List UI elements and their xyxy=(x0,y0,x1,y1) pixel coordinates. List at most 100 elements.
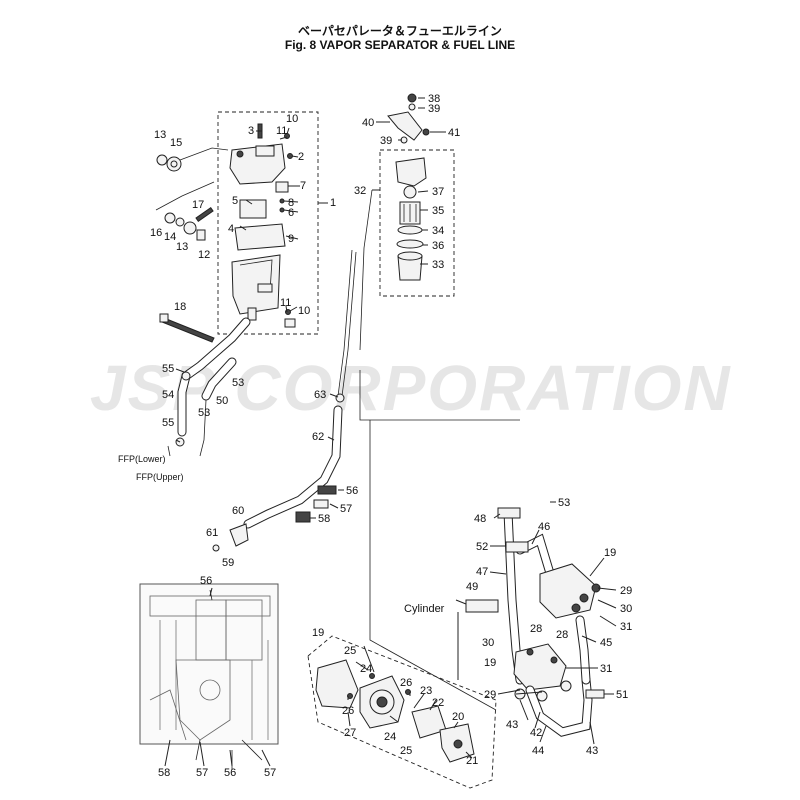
label-55: 55 xyxy=(162,363,174,375)
label-24: 24 xyxy=(360,663,372,675)
label-12: 12 xyxy=(198,249,210,261)
label-55-lower: 55 xyxy=(162,417,174,429)
label-19-mid: 19 xyxy=(484,657,496,669)
label-30: 30 xyxy=(620,603,632,615)
vapor-separator-group xyxy=(217,111,328,335)
label-7: 7 xyxy=(300,180,306,192)
label-57-engine-b: 57 xyxy=(264,767,276,779)
label-61: 61 xyxy=(206,527,218,539)
label-31: 31 xyxy=(620,621,632,633)
label-25: 25 xyxy=(344,645,356,657)
label-50: 50 xyxy=(216,395,228,407)
label-29: 29 xyxy=(620,585,632,597)
label-38: 38 xyxy=(428,93,440,105)
label-49: 49 xyxy=(466,581,478,593)
hoses-left xyxy=(167,317,251,457)
label-29-lower: 29 xyxy=(484,689,496,701)
label-33: 33 xyxy=(432,259,444,271)
fuel-filter-group xyxy=(372,93,455,297)
label-56: 56 xyxy=(346,485,358,497)
label-45: 45 xyxy=(600,637,612,649)
label-57-engine: 57 xyxy=(196,767,208,779)
leader-lines xyxy=(164,97,617,767)
fuel-pump-hoses-right xyxy=(369,420,605,737)
part-number-labels: 3 10 11 2 7 1 5 8 6 4 9 11 10 13 15 17 1… xyxy=(118,93,632,779)
label-30-left: 30 xyxy=(482,637,494,649)
cable-tie xyxy=(159,313,215,343)
label-13: 13 xyxy=(154,129,166,141)
label-20: 20 xyxy=(452,711,464,723)
label-36: 36 xyxy=(432,240,444,252)
label-16: 16 xyxy=(150,227,162,239)
label-57: 57 xyxy=(340,503,352,515)
label-37: 37 xyxy=(432,186,444,198)
label-47: 47 xyxy=(476,566,488,578)
label-17: 17 xyxy=(192,199,204,211)
label-27: 27 xyxy=(344,727,356,739)
label-5: 5 xyxy=(232,195,238,207)
label-11-lower: 11 xyxy=(280,297,291,309)
label-26-lower: 26 xyxy=(342,705,354,717)
label-18: 18 xyxy=(174,301,186,313)
label-2: 2 xyxy=(298,151,304,163)
label-35: 35 xyxy=(432,205,444,217)
label-24-lower: 24 xyxy=(384,731,396,743)
label-62: 62 xyxy=(312,431,324,443)
label-13-lower: 13 xyxy=(176,241,188,253)
diagram-title: Fig. 8 VAPOR SEPARATOR & FUEL LINE xyxy=(284,38,516,52)
label-cylinder: Cylinder xyxy=(404,603,445,615)
label-56-engine-b: 56 xyxy=(224,767,236,779)
diagram-title-japanese: ベーパセパレータ＆フューエルライン xyxy=(298,24,502,38)
left-small-parts xyxy=(155,147,229,241)
label-54: 54 xyxy=(162,389,174,401)
label-31-lower: 31 xyxy=(600,663,612,675)
label-23: 23 xyxy=(420,685,432,697)
label-6: 6 xyxy=(288,207,294,219)
label-ffp-upper: FFP(Upper) xyxy=(136,472,184,482)
fuel-line-main xyxy=(212,189,520,552)
label-53: 53 xyxy=(232,377,244,389)
label-4: 4 xyxy=(228,223,234,235)
label-51: 51 xyxy=(616,689,628,701)
label-58: 58 xyxy=(318,513,330,525)
label-14: 14 xyxy=(164,231,176,243)
label-32: 32 xyxy=(354,185,366,197)
label-10: 10 xyxy=(286,113,298,125)
label-48: 48 xyxy=(474,513,486,525)
label-52: 52 xyxy=(476,541,488,553)
engine-block-sketch xyxy=(139,583,279,770)
label-15: 15 xyxy=(170,137,182,149)
label-43-right: 43 xyxy=(586,745,598,757)
label-3: 3 xyxy=(248,125,254,137)
label-56-engine: 56 xyxy=(200,575,212,587)
label-53-lower: 53 xyxy=(198,407,210,419)
label-59: 59 xyxy=(222,557,234,569)
label-39-lower: 39 xyxy=(380,135,392,147)
label-22: 22 xyxy=(432,697,444,709)
label-28: 28 xyxy=(530,623,542,635)
label-26: 26 xyxy=(400,677,412,689)
label-60: 60 xyxy=(232,505,244,517)
label-28-b: 28 xyxy=(556,629,568,641)
label-8: 8 xyxy=(288,197,294,209)
label-44: 44 xyxy=(532,745,544,757)
label-34: 34 xyxy=(432,225,444,237)
label-19-top: 19 xyxy=(604,547,616,559)
label-43: 43 xyxy=(506,719,518,731)
label-1: 1 xyxy=(330,197,336,209)
label-25-lower: 25 xyxy=(400,745,412,757)
label-19-pump: 19 xyxy=(312,627,324,639)
watermark: JSP CORPORATION xyxy=(90,352,730,424)
label-42: 42 xyxy=(530,727,542,739)
label-21: 21 xyxy=(466,755,478,767)
label-ffp-lower: FFP(Lower) xyxy=(118,454,166,464)
label-9: 9 xyxy=(288,233,294,245)
label-46: 46 xyxy=(538,521,550,533)
label-40: 40 xyxy=(362,117,374,129)
label-53-right: 53 xyxy=(558,497,570,509)
label-39: 39 xyxy=(428,103,440,115)
label-10-lower: 10 xyxy=(298,305,310,317)
label-41: 41 xyxy=(448,127,460,139)
label-11: 11 xyxy=(276,125,287,137)
